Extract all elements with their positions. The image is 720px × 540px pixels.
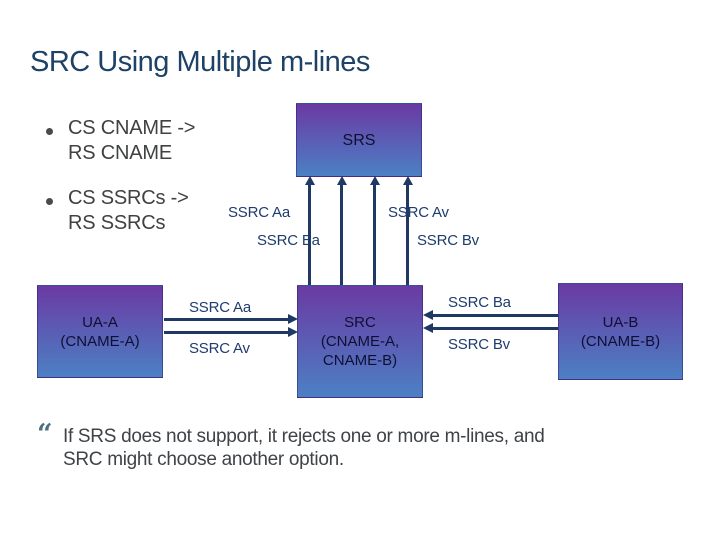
flow-label-ssrc-av-up: SSRC Av [388, 204, 449, 221]
ssrc-bv-up-arrowhead-icon [403, 176, 413, 185]
bullet-item-cname: CS CNAME -> RS CNAME [68, 116, 195, 166]
ssrc-ba-up-arrow-line [340, 184, 343, 285]
flow-label-ssrc-bv: SSRC Bv [448, 336, 510, 353]
ua-a-to-src-arrowhead-icon-2 [288, 327, 298, 337]
src-box: SRC (CNAME-A, CNAME-B) [297, 285, 423, 398]
flow-label-ssrc-ba-up: SSRC Ba [257, 232, 320, 249]
src-box-label: SRC [344, 314, 376, 331]
bullet-dot [46, 128, 53, 135]
quote-bullet-icon: “ [37, 419, 53, 450]
ua-b-box: UA-B (CNAME-B) [558, 283, 683, 380]
flow-label-ssrc-aa-up: SSRC Aa [228, 204, 290, 221]
footer-note: If SRS does not support, it rejects one … [63, 425, 663, 471]
bullet-line: CS SSRCs -> [68, 187, 189, 209]
bullet-line: RS CNAME [68, 142, 172, 164]
footer-note-line: If SRS does not support, it rejects one … [63, 426, 545, 447]
ssrc-bv-up-arrow-line [406, 184, 409, 285]
srs-box-label: SRS [342, 131, 376, 149]
ua-b-to-src-arrowhead-icon-1 [423, 310, 433, 320]
ua-b-to-src-arrowhead-icon-2 [423, 323, 433, 333]
ssrc-av-up-arrow-line [373, 184, 376, 285]
bullet-dot [46, 198, 53, 205]
flow-label-ssrc-bv-up: SSRC Bv [417, 232, 479, 249]
ua-a-to-src-arrowhead-icon-1 [288, 314, 298, 324]
ssrc-av-up-arrowhead-icon [370, 176, 380, 185]
flow-label-ssrc-aa: SSRC Aa [189, 299, 251, 316]
bullet-item-ssrcs: CS SSRCs -> RS SSRCs [68, 186, 189, 236]
src-box-cname-2: CNAME-B) [322, 352, 398, 369]
ua-a-box-cname: (CNAME-A) [60, 332, 140, 350]
ua-b-box-label: UA-B [602, 313, 639, 331]
slide-title: SRC Using Multiple m-lines [30, 46, 370, 78]
flow-label-ssrc-ba: SSRC Ba [448, 294, 511, 311]
footer-note-line: SRC might choose another option. [63, 449, 344, 470]
ua-b-box-cname: (CNAME-B) [580, 332, 661, 350]
bullet-line: CS CNAME -> [68, 117, 196, 139]
ua-a-to-src-arrow-line-1 [164, 318, 289, 321]
srs-box: SRS [296, 103, 422, 177]
ua-a-box: UA-A (CNAME-A) [37, 285, 163, 378]
ssrc-aa-up-arrow-line [308, 184, 311, 285]
src-box-cname-1: (CNAME-A, [320, 333, 400, 350]
ua-b-to-src-arrow-line-1 [433, 314, 558, 317]
bullet-line: RS SSRCs [68, 212, 166, 234]
ua-b-to-src-arrow-line-2 [433, 327, 558, 330]
ua-a-box-label: UA-A [82, 313, 118, 331]
ua-a-to-src-arrow-line-2 [164, 331, 289, 334]
ssrc-aa-up-arrowhead-icon [305, 176, 315, 185]
flow-label-ssrc-av: SSRC Av [189, 340, 250, 357]
ssrc-ba-up-arrowhead-icon [337, 176, 347, 185]
